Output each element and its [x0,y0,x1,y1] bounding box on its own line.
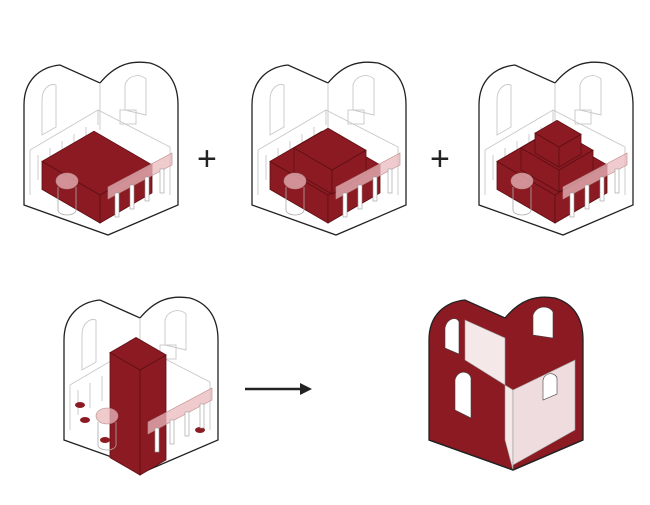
column [159,168,165,194]
altar-block [119,109,137,125]
upper-tier-mass [293,127,367,195]
gallery-ledge [257,109,399,195]
column [357,184,363,210]
panel-slab-volume [23,61,179,236]
arched-window-left [81,319,97,371]
arched-window-right [352,75,375,116]
arched-window-right [124,75,147,116]
translucent-gallery [107,152,173,200]
column-shaft [512,187,532,216]
column-footprint [80,417,90,423]
arched-window-left [269,84,285,136]
column-footprint [100,437,110,443]
column [614,168,620,194]
mass-top-face [534,119,582,148]
arched-window-right [164,310,187,351]
column [114,192,120,218]
column [569,192,575,218]
plus-operator-1: + [197,140,217,178]
altar-block [574,109,592,125]
arched-window-right [579,75,602,116]
column-shaft [57,187,77,216]
translucent-column-capital [510,172,534,190]
plus-operator-2: + [430,140,450,178]
altar-block [347,109,365,125]
gallery-ledge [29,109,171,195]
panel-three-tier-volume [478,61,634,236]
base-edge [428,439,584,471]
interior-void-right [512,359,576,466]
translucent-gallery [147,387,213,435]
arched-opening [542,373,558,401]
column [129,184,135,210]
translucent-column-capital [283,172,307,190]
arched-opening [454,371,472,419]
column [584,184,590,210]
column [387,168,393,194]
column [169,419,175,445]
tower-mass [109,337,167,476]
arched-window-left [496,84,512,136]
column [599,176,605,202]
panel-tower-volume [63,296,219,476]
column [199,403,205,429]
translucent-gallery [562,152,628,200]
column [342,192,348,218]
column-shaft [97,422,117,451]
translucent-gallery [335,152,401,200]
arrow-icon [245,383,312,395]
panel-two-tier-volume [251,61,407,236]
top-tier-mass [534,119,582,168]
arched-window-left [41,84,57,136]
arched-opening [532,306,554,339]
column-shaft [285,187,305,216]
translucent-column-capital [95,407,119,425]
column-footprint [75,402,85,408]
mass-top-face [109,337,167,371]
column-footprint [195,427,205,433]
column [154,427,160,453]
translucent-column-capital [55,172,79,190]
column [372,176,378,202]
column [184,411,190,437]
arched-opening [444,318,460,355]
column [144,176,150,202]
panel-resulting-solid-shell [428,296,584,471]
mass-top-face [293,127,367,171]
